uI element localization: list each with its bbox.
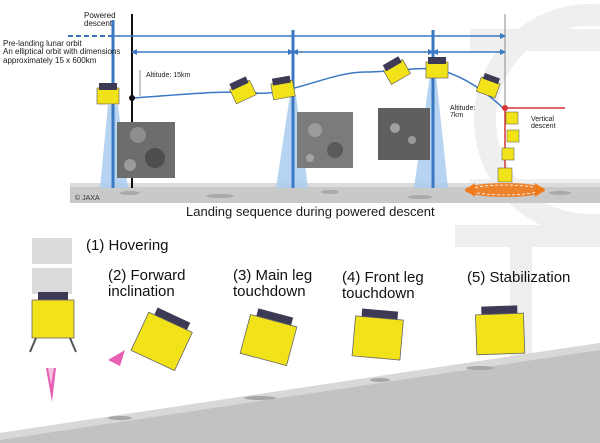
caption-landing-sequence: Landing sequence during powered descent (186, 204, 435, 219)
step-4-line1: (4) Front leg (342, 269, 424, 286)
label-altitude-7km-line2: 7km (450, 112, 464, 120)
step-3-label: (3) Main leg touchdown (233, 268, 312, 300)
lander-icon (270, 75, 296, 101)
lander-icon (96, 83, 120, 105)
step-1-line1: (1) Hovering (86, 237, 169, 254)
label-orbit-line3: approximately 15 x 600km (3, 55, 97, 65)
lander-icon (130, 307, 193, 372)
label-vertical-descent-line1: Vertical (531, 116, 554, 123)
label-altitude-15km: Altitude: 15km (146, 72, 191, 79)
lander-icon (382, 56, 411, 85)
label-orbit-line2: An elliptical orbit with dimensions (3, 47, 121, 57)
step-5-line1: (5) Stabilization (467, 269, 571, 286)
lander-icon (29, 292, 77, 353)
label-powered-descent: Powered descent (84, 11, 116, 29)
label-powered-descent-line2: descent (84, 19, 113, 29)
credit-jaxa: © JAXA (75, 195, 100, 202)
step-3-line2: touchdown (233, 282, 306, 300)
label-powered-descent-line1: Powered (84, 11, 116, 20)
step-4-line2: touchdown (342, 284, 415, 302)
crater-photo-icon (378, 108, 430, 160)
label-altitude-7km: Altitude: 7km (450, 105, 475, 120)
lander-icon (425, 57, 449, 79)
label-altitude-7km-line1: Altitude: (450, 105, 476, 112)
lander-icon (475, 305, 526, 356)
step-2-line2: inclination (108, 282, 175, 300)
step-2-label: (2) Forward inclination (108, 268, 186, 300)
lander-icon (497, 111, 520, 183)
lander-icon (229, 76, 257, 105)
label-orbit-line1: Pre-landing lunar orbit (3, 39, 82, 48)
lander-icon (32, 238, 72, 294)
lander-icon (475, 73, 501, 99)
lander-icon (239, 308, 298, 367)
crater-photo-icon (117, 122, 175, 178)
label-vertical-descent: Vertical descent (531, 116, 556, 131)
crater-photo-icon (297, 112, 353, 168)
step-5-label: (5) Stabilization (467, 270, 570, 286)
step-4-label: (4) Front leg touchdown (342, 270, 424, 302)
label-orbit: Pre-landing lunar orbit An elliptical or… (3, 39, 121, 65)
landing-site-marker (465, 183, 545, 197)
step-1-label: (1) Hovering (86, 238, 169, 254)
thruster-plume-icon (108, 350, 125, 366)
step-2-line1: (2) Forward (108, 267, 186, 284)
lander-icon (351, 308, 404, 361)
label-vertical-descent-line2: descent (531, 123, 556, 131)
step-3-line1: (3) Main leg (233, 267, 313, 284)
